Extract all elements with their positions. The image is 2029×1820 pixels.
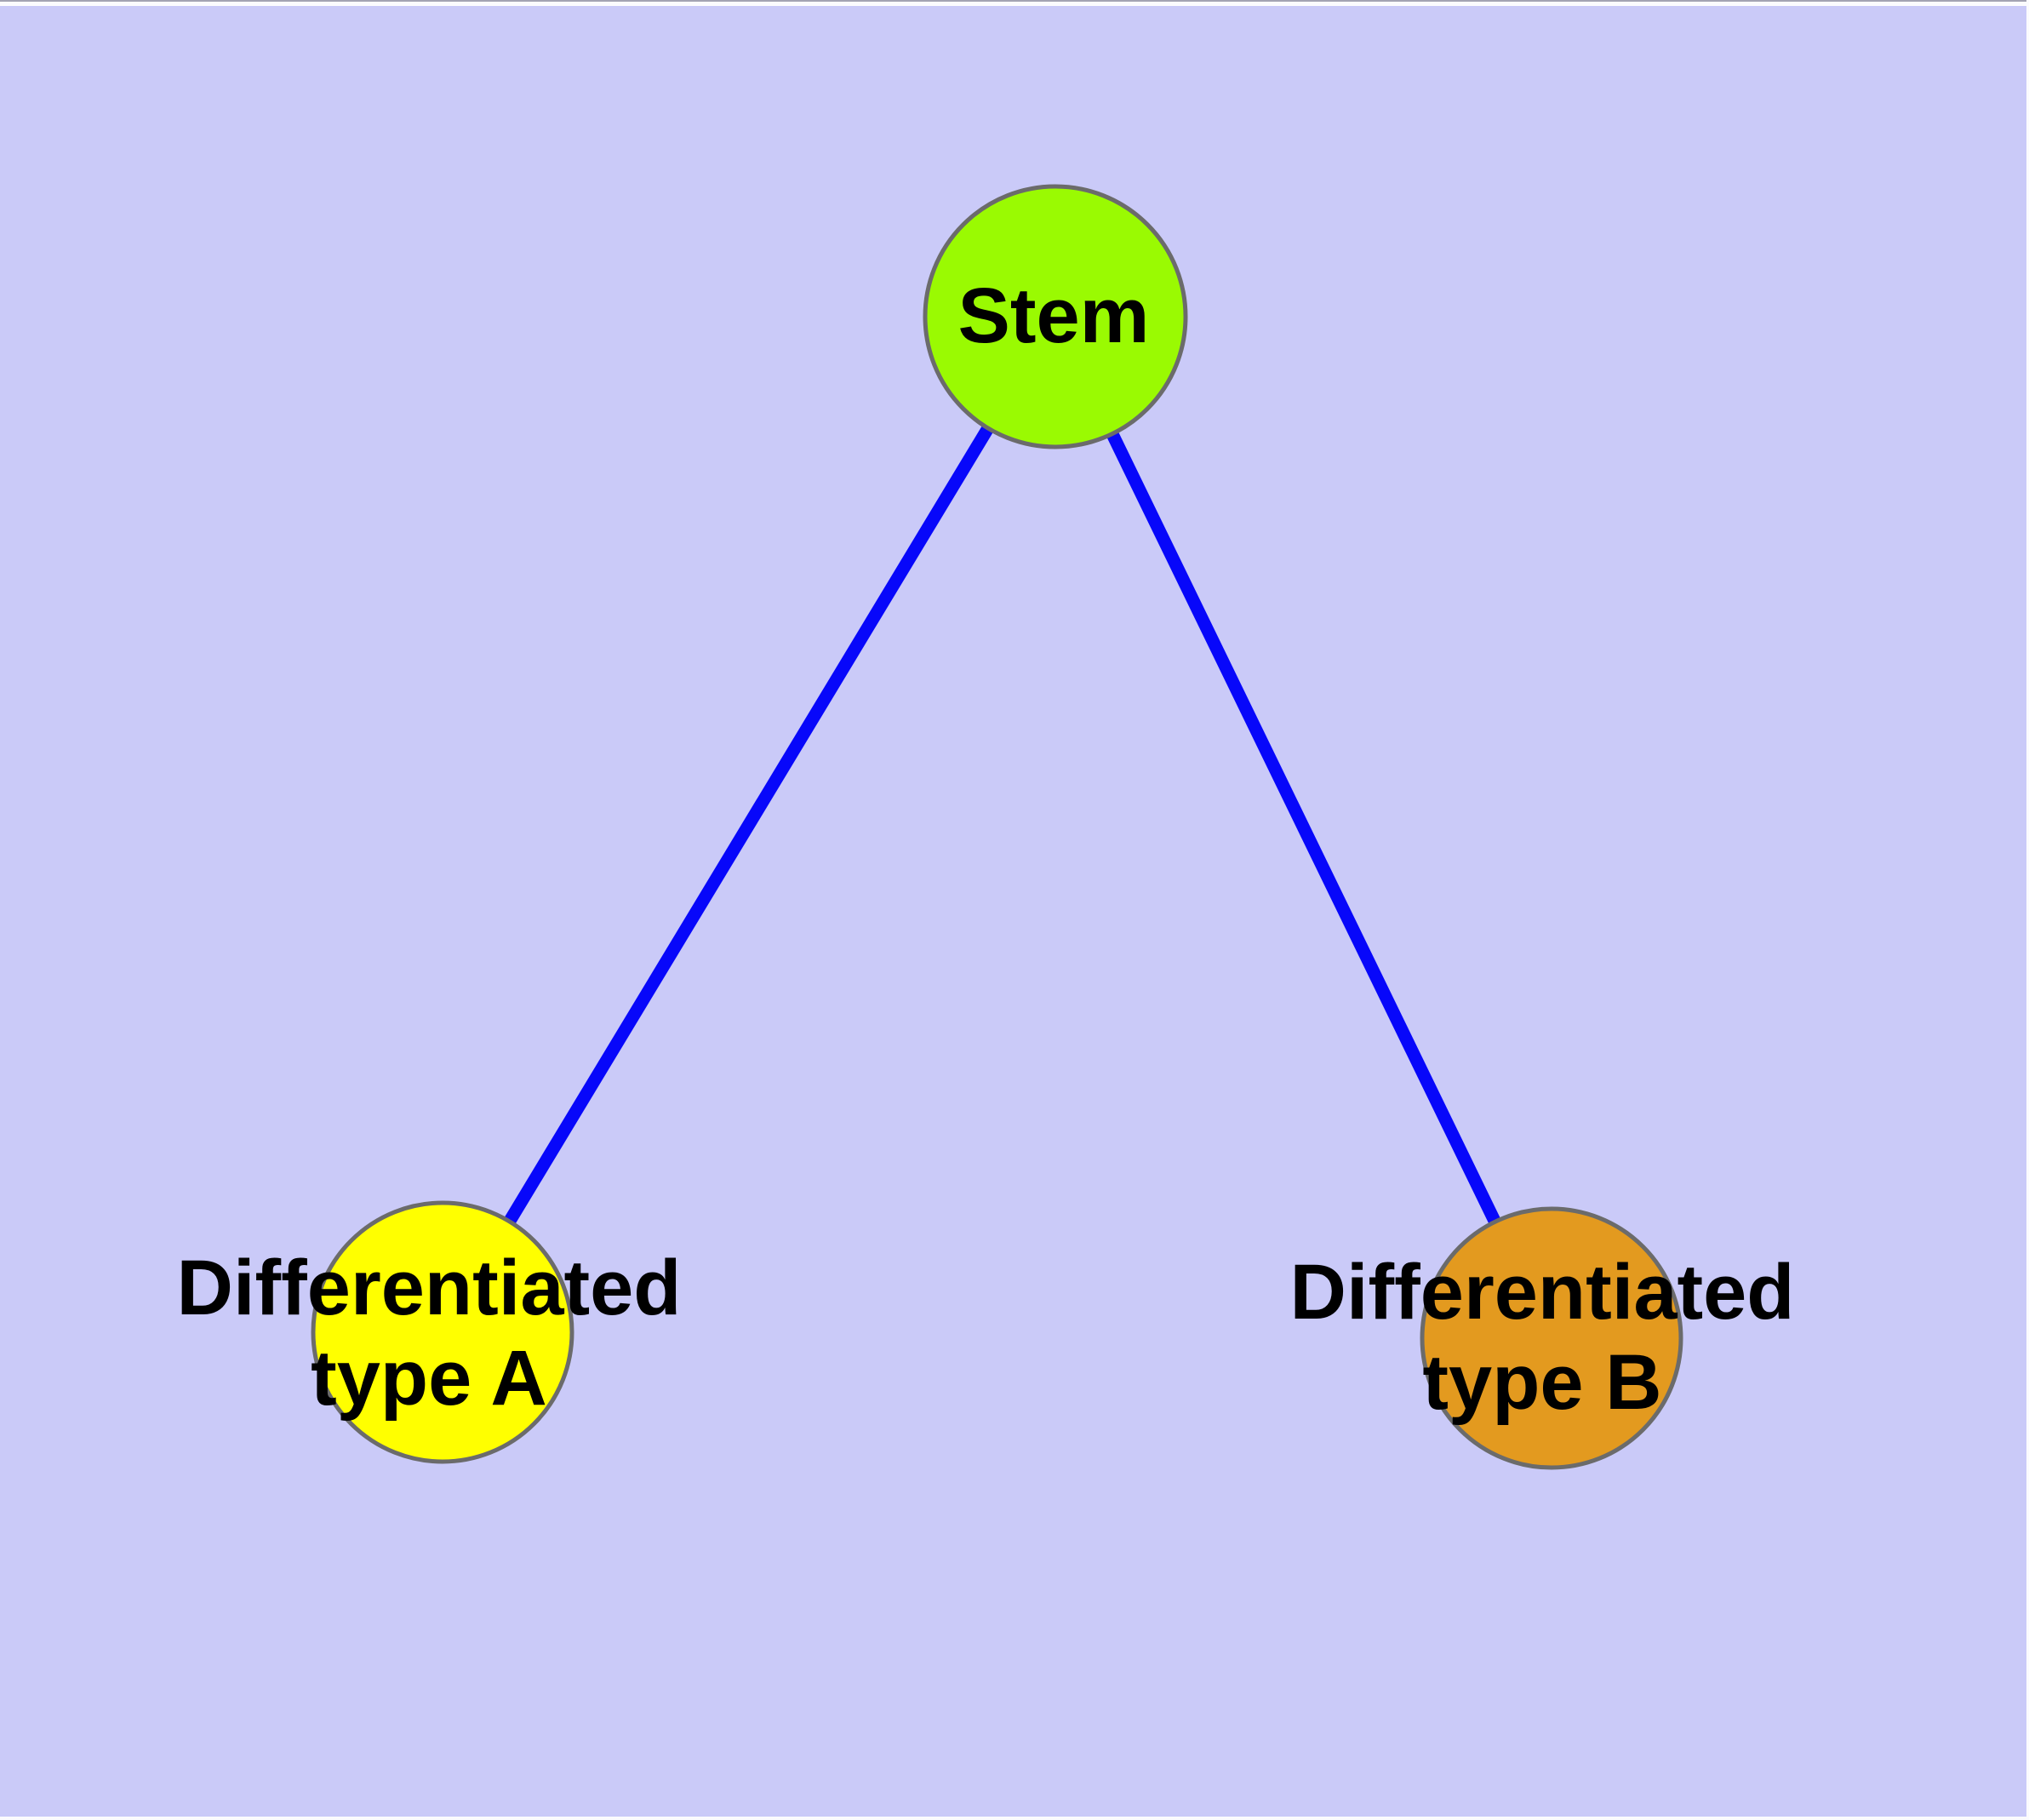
node-typeA [311, 1200, 574, 1464]
top-edge-strip [0, 0, 2029, 6]
edge-stem-typeA [437, 313, 1061, 1336]
node-stem [923, 184, 1188, 449]
edge-stem-typeB [1049, 313, 1557, 1342]
right-edge-strip [2026, 0, 2029, 1820]
bottom-edge-strip [0, 1817, 2029, 1820]
node-typeB [1420, 1206, 1683, 1470]
